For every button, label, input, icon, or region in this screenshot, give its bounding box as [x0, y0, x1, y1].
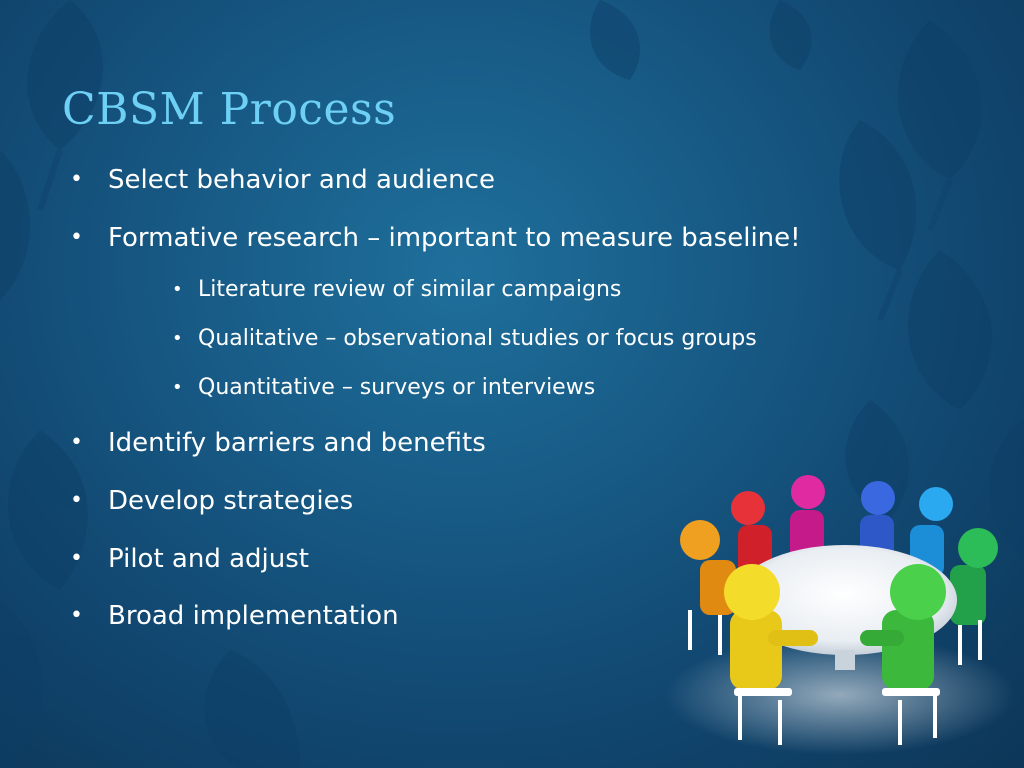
- sub-bullet-text: Quantitative – surveys or interviews: [198, 375, 596, 400]
- figure-yellow: [724, 564, 818, 690]
- bullet-text: Formative research – important to measur…: [108, 223, 801, 253]
- bullet-text: Develop strategies: [108, 486, 354, 516]
- bullet-dot-icon: •: [70, 430, 83, 455]
- bullet-item: • Broad implementation: [70, 599, 399, 633]
- bullet-text: Pilot and adjust: [108, 544, 309, 574]
- sub-bullet-item: • Literature review of similar campaigns: [172, 275, 622, 305]
- figure-orange: [680, 520, 736, 615]
- sub-bullet-item: • Quantitative – surveys or interviews: [172, 373, 596, 403]
- bullet-text: Identify barriers and benefits: [108, 428, 486, 458]
- bullet-dot-icon: •: [172, 377, 183, 398]
- people-around-round-table-icon: [665, 475, 1015, 755]
- bullet-item: • Select behavior and audience: [70, 163, 495, 197]
- slide-title: CBSM Process: [62, 84, 397, 135]
- bullet-item: • Pilot and adjust: [70, 542, 309, 576]
- sub-bullet-text: Literature review of similar campaigns: [198, 277, 622, 302]
- bullet-text: Select behavior and audience: [108, 165, 495, 195]
- bullet-dot-icon: •: [70, 603, 83, 628]
- figure-green-front: [860, 564, 946, 690]
- figure-green-right: [950, 528, 998, 625]
- bullet-dot-icon: •: [172, 279, 183, 300]
- sub-bullet-item: • Qualitative – observational studies or…: [172, 324, 757, 354]
- bullet-dot-icon: •: [70, 488, 83, 513]
- bullet-dot-icon: •: [172, 328, 183, 349]
- bullet-item: • Develop strategies: [70, 484, 354, 518]
- bullet-text: Broad implementation: [108, 601, 399, 631]
- bullet-item: • Formative research – important to meas…: [70, 221, 801, 255]
- bullet-item: • Identify barriers and benefits: [70, 426, 486, 460]
- sub-bullet-text: Qualitative – observational studies or f…: [198, 326, 757, 351]
- bullet-dot-icon: •: [70, 225, 83, 250]
- bullet-dot-icon: •: [70, 167, 83, 192]
- bullet-dot-icon: •: [70, 546, 83, 571]
